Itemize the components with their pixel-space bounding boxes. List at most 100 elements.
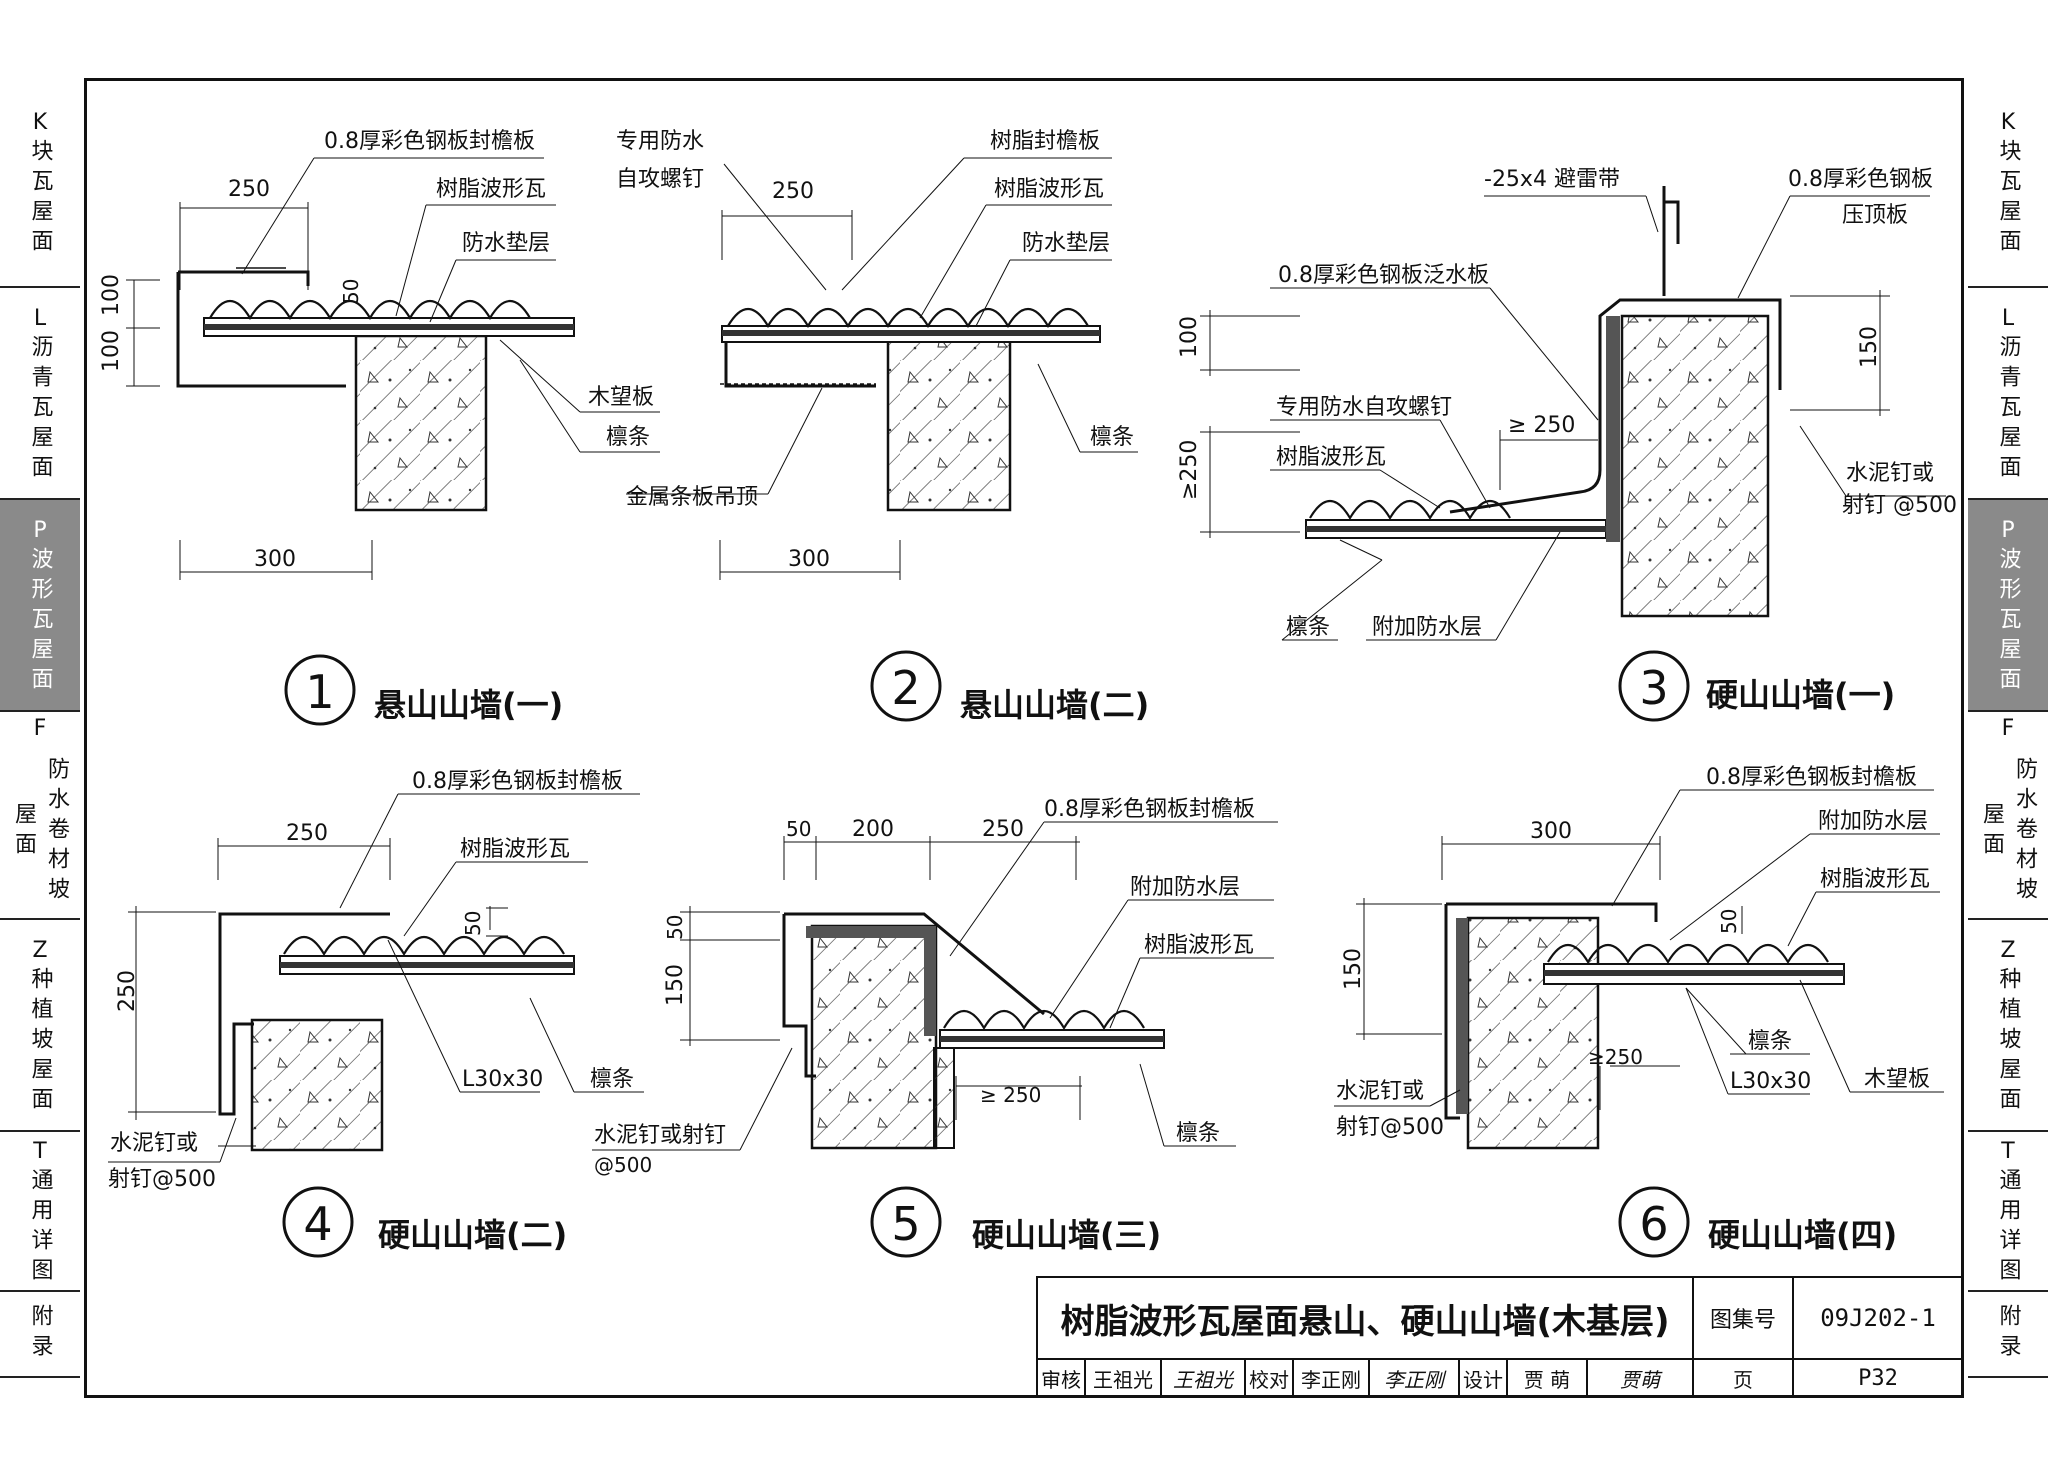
- check-label: 校对: [1246, 1360, 1294, 1396]
- index-tab-label: 沥青瓦屋面: [27, 334, 53, 485]
- d2-label-purlin: 檩条: [1090, 425, 1134, 450]
- review-label: 审核: [1038, 1360, 1086, 1396]
- index-tab-appendix[interactable]: 附录: [1968, 1292, 2048, 1378]
- d1-label-fascia: 0.8厚彩色钢板封檐板: [324, 129, 535, 154]
- d2-number: 2: [891, 661, 920, 715]
- d6-number: 6: [1639, 1197, 1668, 1251]
- drawing-frame: [84, 78, 1964, 1398]
- index-tab-label: 通用详图: [27, 1167, 53, 1288]
- d4-dim-50: 50: [461, 911, 485, 936]
- d6-label-angle: L30x30: [1730, 1069, 1811, 1094]
- d5-label-nail1: 水泥钉或射钉: [594, 1123, 726, 1148]
- d1-dim-250: 250: [228, 177, 270, 202]
- d6-label-tile: 树脂波形瓦: [1820, 867, 1930, 892]
- page-label: 页: [1694, 1360, 1794, 1396]
- d4-label-tile: 树脂波形瓦: [460, 837, 570, 862]
- d1-title: 悬山山墙(一): [374, 686, 563, 724]
- d4-dim-250v: 250: [115, 970, 140, 1012]
- d2-title: 悬山山墙(二): [960, 686, 1149, 724]
- atlas-number: 09J202-1: [1794, 1278, 1962, 1360]
- index-tab-p[interactable]: P 波形瓦屋面: [1968, 500, 2048, 712]
- d4-label-nail1: 水泥钉或: [110, 1131, 198, 1156]
- d5-dim-150: 150: [663, 964, 688, 1006]
- d4-title: 硬山山墙(二): [378, 1216, 567, 1254]
- d3-title: 硬山山墙(一): [1706, 676, 1895, 714]
- d5-label-tile: 树脂波形瓦: [1144, 933, 1254, 958]
- index-tab-appendix[interactable]: 附录: [0, 1292, 80, 1378]
- index-tab-label: 防水卷材坡屋面: [1979, 756, 2037, 907]
- index-tab-label: 块瓦屋面: [1995, 138, 2021, 259]
- index-tab-label: 附录: [1995, 1304, 2021, 1364]
- d4-number: 4: [303, 1197, 332, 1251]
- index-tab-label: 种植坡屋面: [27, 966, 53, 1117]
- d6-dim-300: 300: [1530, 819, 1572, 844]
- d3-dim-250h: ≥ 250: [1508, 413, 1575, 438]
- d2-dim-250: 250: [772, 179, 814, 204]
- index-tab-label: 通用详图: [1995, 1167, 2021, 1288]
- d3-dim-100: 100: [1177, 316, 1202, 358]
- d6-label-fascia: 0.8厚彩色钢板封檐板: [1706, 765, 1917, 790]
- d3-label-extra-waterproof: 附加防水层: [1372, 615, 1482, 640]
- index-tab-l[interactable]: L 沥青瓦屋面: [0, 288, 80, 500]
- d5-label-nail2: @500: [594, 1153, 652, 1177]
- reviewer-signature: 王祖光: [1162, 1360, 1246, 1396]
- index-tab-label: 波形瓦屋面: [27, 546, 53, 697]
- d3-label-nail2: 射钉 @500: [1842, 493, 1957, 518]
- reviewer-name: 王祖光: [1086, 1360, 1162, 1396]
- detail-4: 0.8厚彩色钢板封檐板 树脂波形瓦 L30x30 檩条 水泥钉或 射钉@500 …: [108, 769, 644, 1258]
- d2-label-screw2: 自攻螺钉: [616, 167, 704, 192]
- d3-label-nail1: 水泥钉或: [1846, 461, 1934, 486]
- d6-label-nail2: 射钉@500: [1336, 1115, 1444, 1140]
- d1-dim-300: 300: [254, 547, 296, 572]
- d1-dim-100b: 100: [99, 330, 124, 372]
- index-tab-code: P: [2001, 517, 2015, 543]
- d5-dim-250: 250: [982, 817, 1024, 842]
- detail-6: 0.8厚彩色钢板封檐板 附加防水层 树脂波形瓦 檩条 L30x30 木望板 水泥…: [1334, 765, 1944, 1258]
- title-block: 树脂波形瓦屋面悬山、硬山山墙(木基层) 图集号 09J202-1 审核 王祖光 …: [1036, 1276, 1964, 1398]
- d1-label-tile: 树脂波形瓦: [436, 177, 546, 202]
- index-tab-code: Z: [32, 937, 48, 963]
- d3-label-coping2: 压顶板: [1842, 203, 1908, 228]
- index-tab-code: T: [2001, 1138, 2015, 1164]
- d6-label-extra-waterproof: 附加防水层: [1818, 809, 1928, 834]
- index-tab-code: P: [33, 517, 47, 543]
- d1-label-sheathing: 木望板: [588, 385, 654, 410]
- index-tab-z[interactable]: Z 种植坡屋面: [0, 920, 80, 1132]
- d3-label-lightning: -25x4 避雷带: [1484, 167, 1620, 192]
- drawing-title: 树脂波形瓦屋面悬山、硬山山墙(木基层): [1038, 1278, 1694, 1360]
- d3-label-flashing: 0.8厚彩色钢板泛水板: [1278, 263, 1489, 288]
- index-tab-p[interactable]: P 波形瓦屋面: [0, 500, 80, 712]
- index-tab-code: L: [2001, 305, 2015, 331]
- d2-label-underlay: 防水垫层: [1022, 231, 1110, 256]
- detail-5: 0.8厚彩色钢板封檐板 附加防水层 树脂波形瓦 檩条 水泥钉或射钉 @500 5…: [592, 797, 1278, 1258]
- index-tab-k[interactable]: K 块瓦屋面: [1968, 78, 2048, 288]
- index-tab-l[interactable]: L 沥青瓦屋面: [1968, 288, 2048, 500]
- index-tab-t[interactable]: T 通用详图: [1968, 1132, 2048, 1292]
- d5-title: 硬山山墙(三): [972, 1216, 1161, 1254]
- index-tab-f[interactable]: F 防水卷材坡屋面: [1968, 712, 2048, 920]
- detail-3: -25x4 避雷带 0.8厚彩色钢板 压顶板 0.8厚彩色钢板泛水板 专用防水自…: [1177, 167, 1957, 722]
- d3-dim-150: 150: [1857, 326, 1882, 368]
- d1-label-underlay: 防水垫层: [462, 231, 550, 256]
- index-tab-code: L: [33, 305, 47, 331]
- d2-label-ceiling: 金属条板吊顶: [626, 485, 758, 510]
- d1-dim-100a: 100: [99, 274, 124, 316]
- design-label: 设计: [1460, 1360, 1508, 1396]
- d3-label-coping1: 0.8厚彩色钢板: [1788, 167, 1933, 192]
- d4-dim-250h: 250: [286, 821, 328, 846]
- checker-name: 李正刚: [1294, 1360, 1370, 1396]
- index-tab-code: F: [2001, 716, 2015, 741]
- index-tab-code: K: [2000, 109, 2016, 135]
- index-tab-label: 沥青瓦屋面: [1995, 334, 2021, 485]
- d6-label-nail1: 水泥钉或: [1336, 1079, 1424, 1104]
- d4-label-angle: L30x30: [462, 1067, 543, 1092]
- index-tab-label: 波形瓦屋面: [1995, 546, 2021, 697]
- d6-title: 硬山山墙(四): [1708, 1216, 1897, 1254]
- d3-dim-250v: ≥250: [1177, 440, 1202, 500]
